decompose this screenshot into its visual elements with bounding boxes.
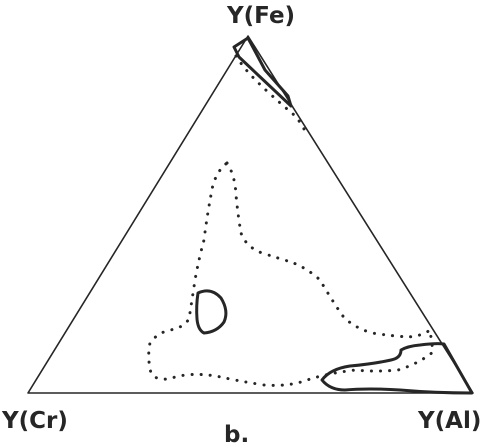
vertex-label-cr: Y(Cr) xyxy=(2,408,68,434)
small-solid-region xyxy=(195,289,228,335)
panel-label: b. xyxy=(224,422,250,448)
fe-apex-dotted-boundary xyxy=(234,54,306,131)
fe-apex-solid-region xyxy=(232,36,293,108)
al-corner-solid-region xyxy=(320,342,474,395)
vertex-label-fe: Y(Fe) xyxy=(227,3,296,29)
central-dotted-region xyxy=(147,161,435,387)
vertex-label-al: Y(Al) xyxy=(418,408,482,434)
triangle-frame xyxy=(27,35,474,394)
